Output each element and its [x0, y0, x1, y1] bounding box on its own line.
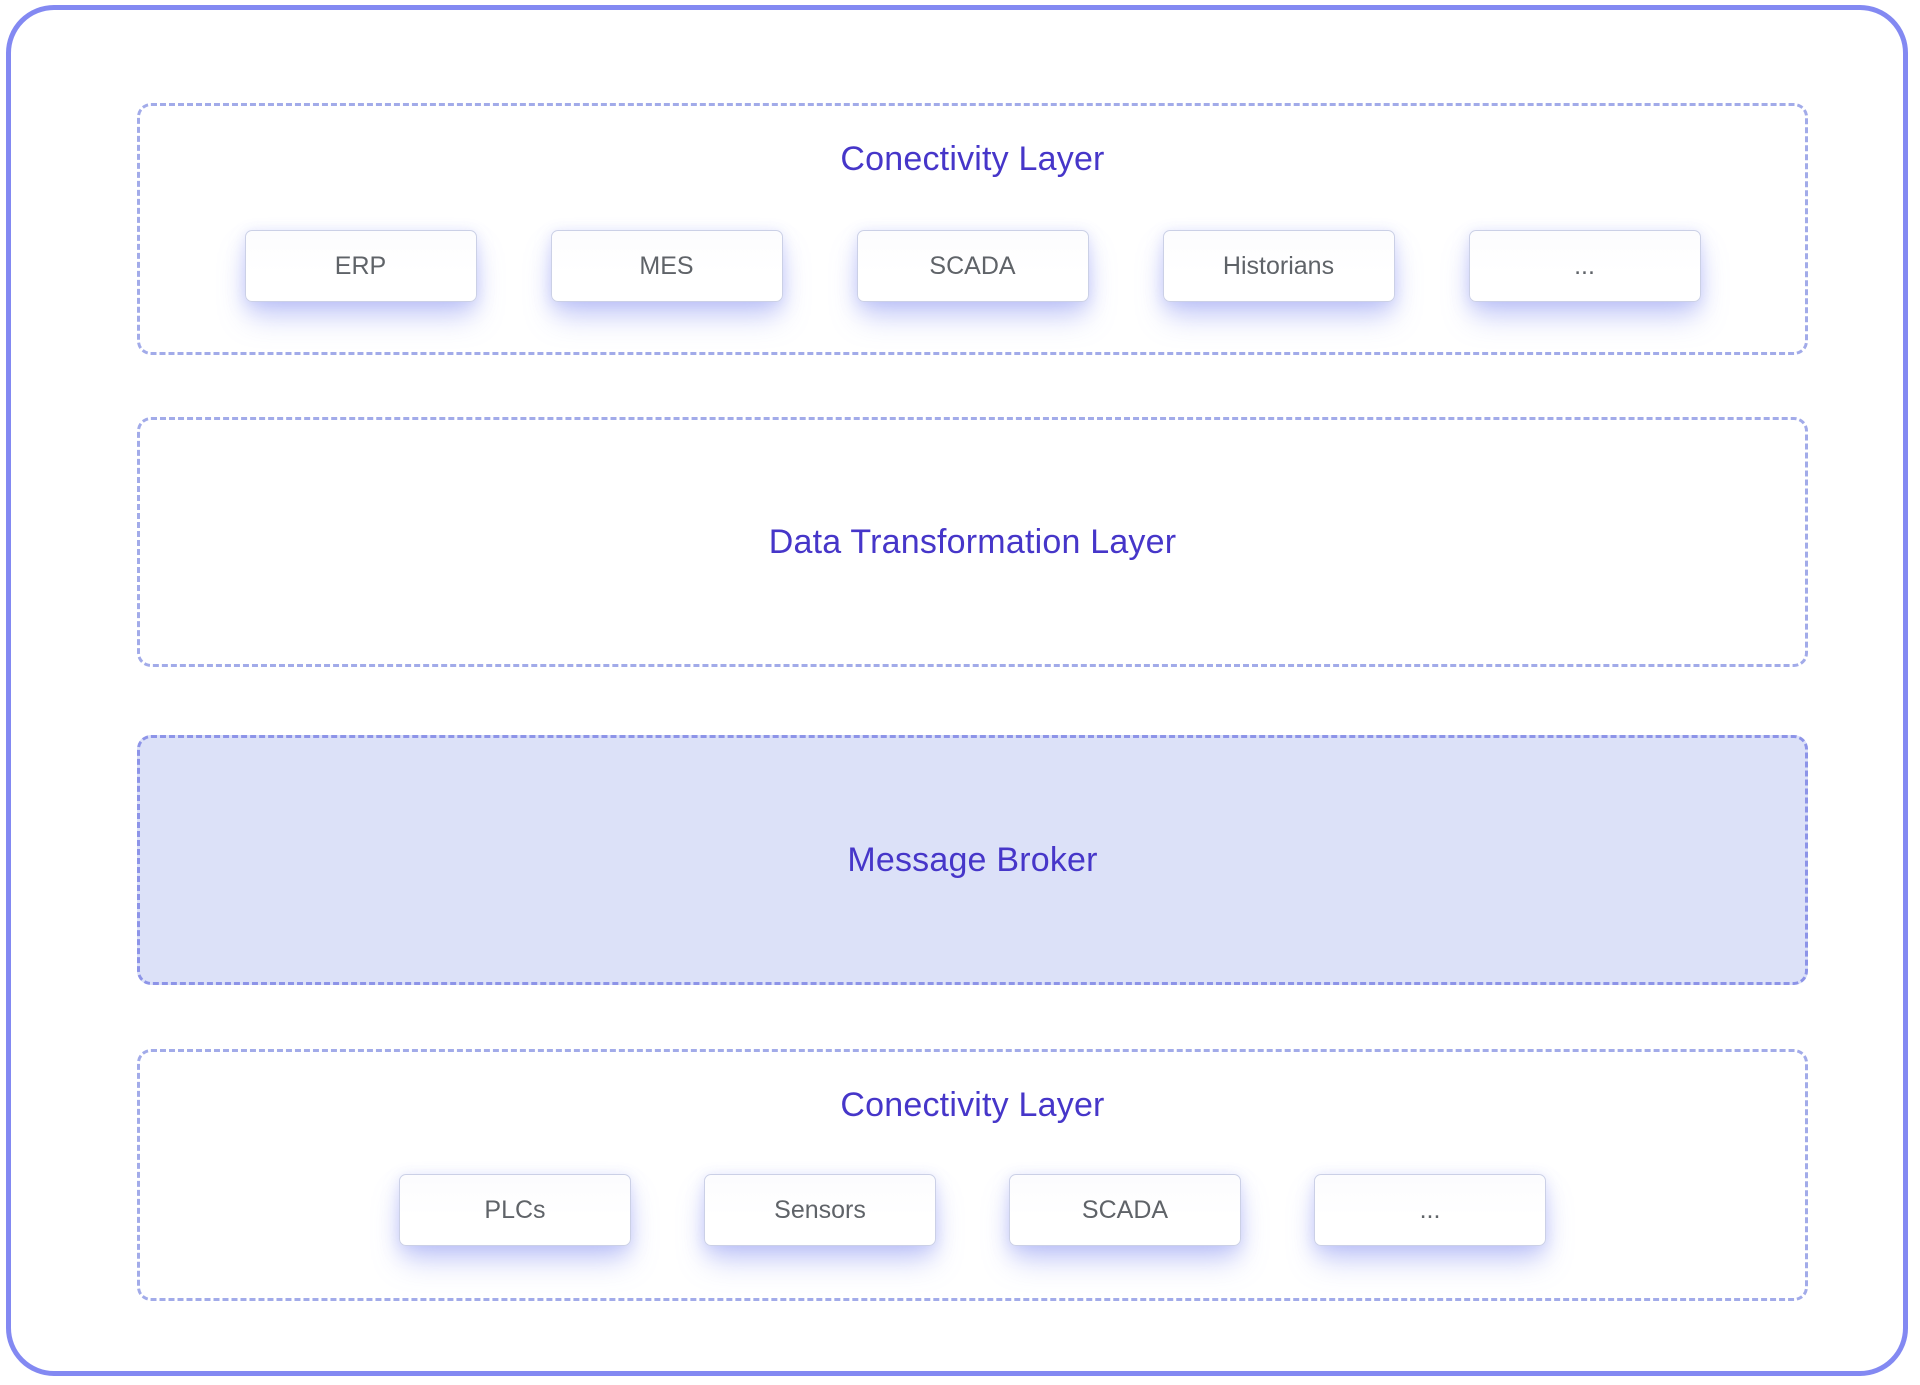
section-data-transformation-layer: Data Transformation Layer: [137, 417, 1808, 667]
section-title: Data Transformation Layer: [768, 523, 1177, 561]
section-connectivity-layer-bottom: Conectivity Layer PLCs Sensors SCADA ...: [137, 1049, 1808, 1301]
section-title: Message Broker: [847, 841, 1098, 879]
box-label: SCADA: [1081, 1195, 1169, 1224]
box-scada-top: SCADA: [856, 230, 1089, 302]
section-connectivity-layer-top: Conectivity Layer ERP MES SCADA Historia…: [137, 103, 1808, 355]
system-box-row: ERP MES SCADA Historians ...: [140, 230, 1805, 302]
box-label: ...: [1574, 251, 1595, 280]
box-mes: MES: [550, 230, 783, 302]
box-erp: ERP: [244, 230, 477, 302]
box-ellipsis-bottom: ...: [1314, 1174, 1546, 1246]
box-label: ERP: [334, 251, 387, 280]
box-label: Sensors: [774, 1195, 866, 1224]
system-box-row: PLCs Sensors SCADA ...: [140, 1174, 1805, 1246]
box-label: ...: [1419, 1195, 1441, 1224]
box-ellipsis-top: ...: [1468, 230, 1701, 302]
section-title: Conectivity Layer: [840, 140, 1105, 178]
box-label: PLCs: [484, 1195, 546, 1224]
section-message-broker: Message Broker: [137, 735, 1808, 985]
box-sensors: Sensors: [704, 1174, 936, 1246]
box-historians: Historians: [1162, 230, 1395, 302]
diagram-frame: Conectivity Layer ERP MES SCADA Historia…: [6, 5, 1908, 1376]
box-scada-bottom: SCADA: [1009, 1174, 1241, 1246]
section-title: Conectivity Layer: [840, 1086, 1105, 1124]
box-label: Historians: [1222, 251, 1335, 280]
box-plcs: PLCs: [399, 1174, 631, 1246]
box-label: SCADA: [929, 251, 1016, 280]
box-label: MES: [639, 251, 694, 280]
